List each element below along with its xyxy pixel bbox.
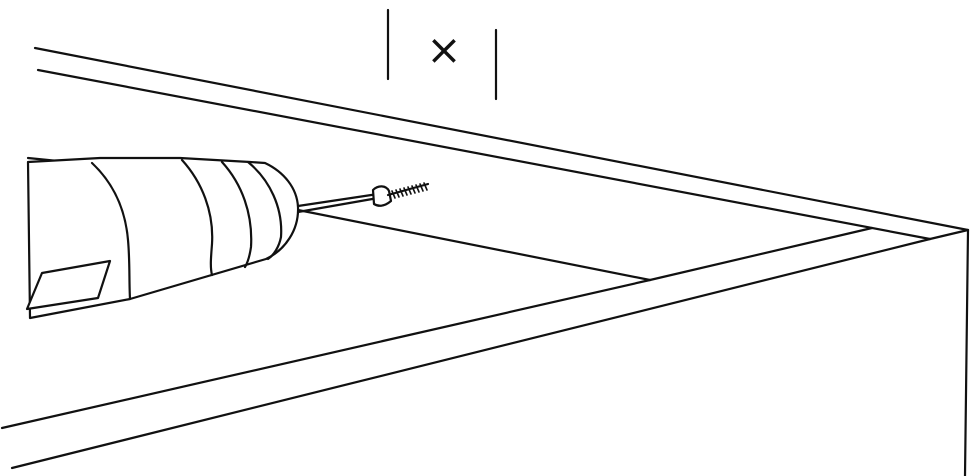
board-outline bbox=[0, 46, 970, 476]
board-lower-edge bbox=[10, 237, 932, 470]
board-inner-edge bbox=[296, 208, 652, 282]
board-corner-right bbox=[928, 228, 970, 241]
drill-shaft bbox=[296, 192, 380, 208]
drill-grip-curve bbox=[90, 161, 132, 301]
board-back-edge bbox=[33, 46, 970, 232]
screw-threads bbox=[391, 182, 428, 199]
drill-ring-3 bbox=[246, 160, 283, 261]
board-front-edge bbox=[0, 278, 652, 430]
close-icon: × bbox=[426, 25, 461, 74]
board-inner-return bbox=[648, 226, 874, 282]
drill-ring-2 bbox=[220, 160, 253, 269]
drill-shaft-lower bbox=[296, 196, 380, 214]
screw-icon bbox=[371, 182, 430, 207]
drill-icon bbox=[25, 156, 380, 320]
screw-head bbox=[371, 185, 393, 207]
drill-ring-1 bbox=[180, 158, 214, 277]
board-top-edge bbox=[36, 68, 932, 241]
board-side-edge bbox=[963, 228, 970, 476]
prohibition-mark: × bbox=[386, 8, 498, 101]
drill-label-plate bbox=[25, 259, 112, 311]
